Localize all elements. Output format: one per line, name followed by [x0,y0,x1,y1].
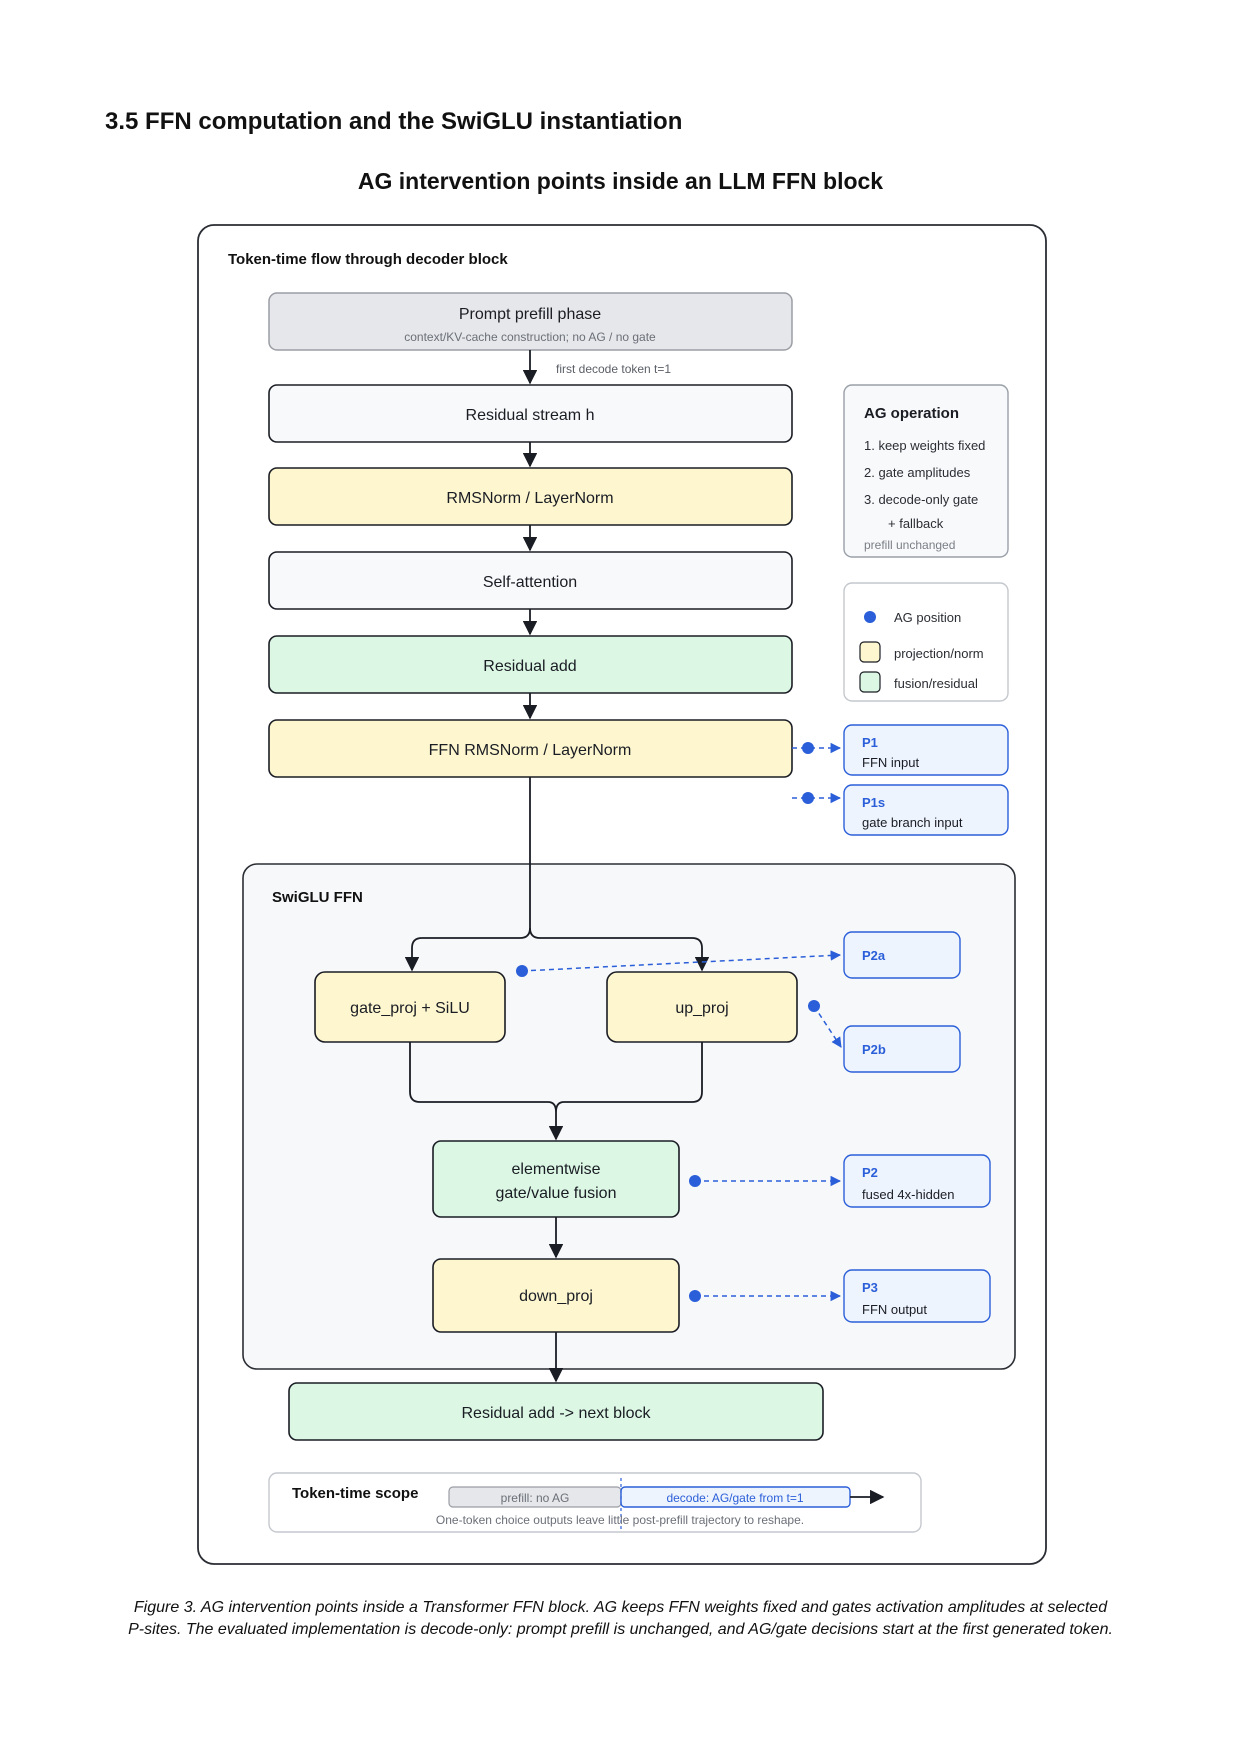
fusion-label-line1: elementwise [512,1161,601,1178]
scope-prefill-label: prefill: no AG [501,1491,570,1505]
psite-p1-label: P1 [862,735,878,750]
legend-projection-label: projection/norm [894,646,984,661]
psite-p1s-desc: gate branch input [862,815,963,830]
legend-ag-position-label: AG position [894,610,961,625]
down-proj-label: down_proj [519,1288,593,1305]
legend-ag-position-marker [864,611,876,623]
psite-p2a-box [843,931,961,979]
scope-note: One-token choice outputs leave little po… [436,1513,804,1527]
p1s-ag-dot [802,792,814,804]
self-attention-label: Self-attention [483,574,577,591]
psite-p2-desc: fused 4x-hidden [862,1187,955,1202]
ag-operation-item: 3. decode-only gate [864,492,978,507]
psite-p1-box [843,724,1009,776]
prefill-title: Prompt prefill phase [459,306,601,323]
ag-operation-item: + fallback [888,516,944,531]
legend-projection-swatch [859,641,881,663]
psite-p1s-box [843,784,1009,836]
norm1-label: RMSNorm / LayerNorm [446,490,613,507]
ag-operation-title: AG operation [864,405,959,422]
ag-operation-note: prefill unchanged [864,538,955,552]
branch-to-gate [404,927,531,972]
up-proj-label: up_proj [675,1000,728,1017]
ag-operation-item: 2. gate amplitudes [864,465,971,480]
p2-ag-dot [689,1175,701,1187]
psite-p2-box [843,1154,991,1208]
first-decode-label: first decode token t=1 [556,362,671,376]
ag-operation-box [843,384,1009,558]
psite-p2-label: P2 [862,1165,878,1180]
figure-title: AG intervention points inside an LLM FFN… [357,168,884,194]
psite-p2b-label: P2b [862,1042,886,1057]
gate-proj-label: gate_proj + SiLU [350,1000,470,1017]
psite-p2b-box [843,1025,961,1073]
residual-add-label: Residual add [483,658,576,675]
p3-ag-dot [689,1290,701,1302]
ffn-norm-label: FFN RMSNorm / LayerNorm [429,742,632,759]
residual-next-box [288,1382,824,1441]
legend-box [843,582,1009,702]
legend-fusion-swatch [859,671,881,693]
caption-line-1: Figure 3. AG intervention points inside … [133,1599,1108,1616]
psite-p1-desc: FFN input [862,755,919,770]
psite-p3-label: P3 [862,1280,878,1295]
scope-decode-label: decode: AG/gate from t=1 [666,1491,803,1505]
psite-p1s-label: P1s [862,795,885,810]
p2a-connector [521,950,842,972]
branch-to-up [529,927,710,972]
p1-ag-dot [802,742,814,754]
prefill-subtitle: context/KV-cache construction; no AG / n… [404,330,656,344]
section-heading: 3.5 FFN computation and the SwiGLU insta… [105,108,683,135]
p2b-connector [813,1005,842,1048]
figure-caption: Figure 3. AG intervention points inside … [100,1597,1141,1641]
swiglu-title: SwiGLU FFN [272,889,363,906]
caption-line-2: P-sites. The evaluated implementation is… [128,1621,1113,1638]
psite-p3-desc: FFN output [862,1302,927,1317]
psite-p3-box [843,1269,991,1323]
merge-connector [409,1042,703,1139]
fusion-label-line2: gate/value fusion [496,1185,617,1202]
scope-title: Token-time scope [292,1485,418,1502]
ag-operation-item: 1. keep weights fixed [864,438,985,453]
panel-title: Token-time flow through decoder block [228,251,508,268]
residual-next-label: Residual add -> next block [462,1405,652,1422]
p2b-ag-dot [808,1000,820,1012]
p2a-ag-dot [516,965,528,977]
fusion-box [432,1140,680,1218]
residual-stream-label: Residual stream h [466,407,595,424]
psite-p2a-label: P2a [862,948,886,963]
legend-fusion-label: fusion/residual [894,676,978,691]
